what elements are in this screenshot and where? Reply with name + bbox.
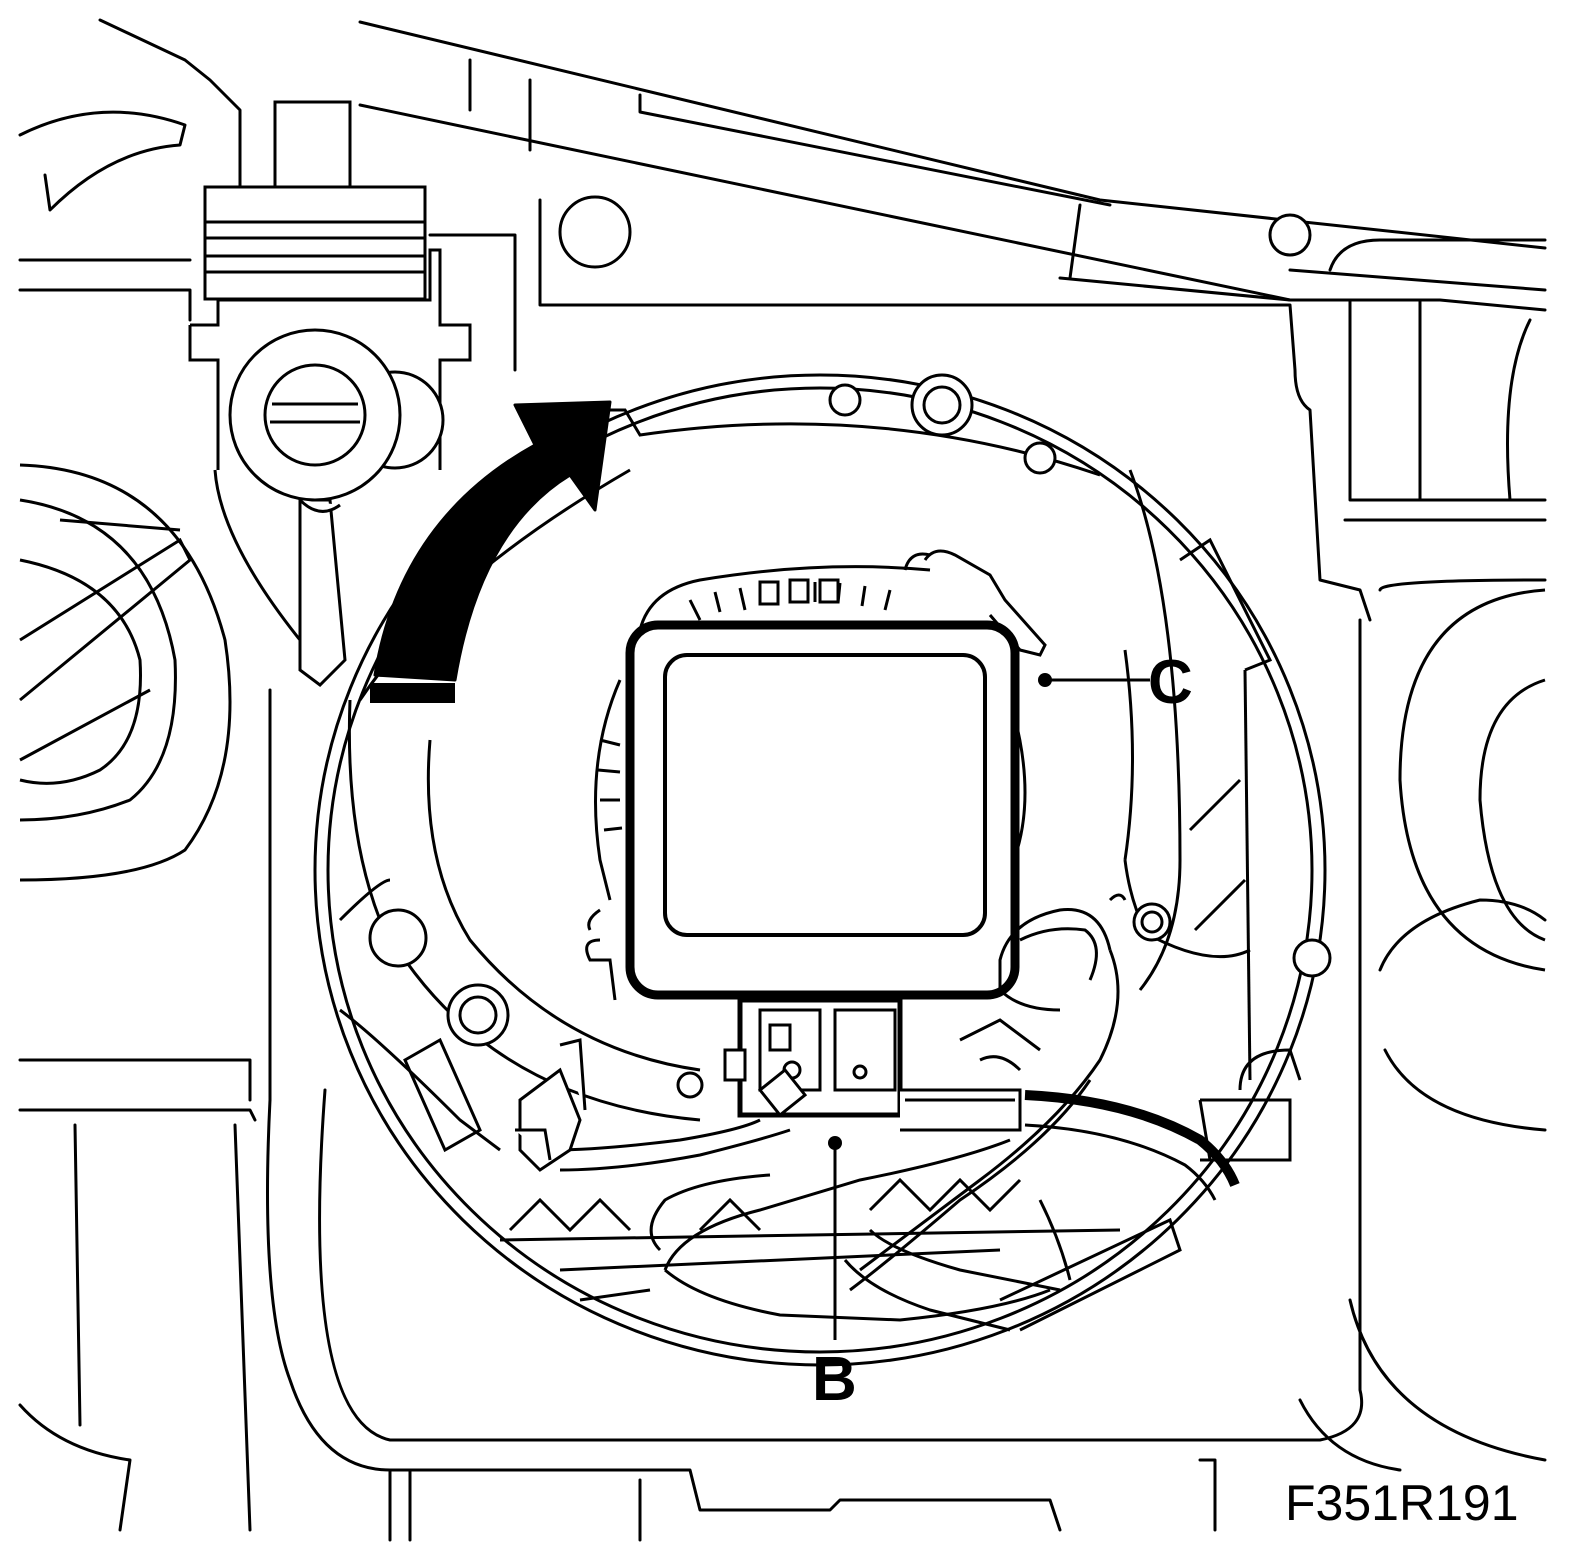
callout-b: B [812,1136,857,1414]
lower-grille [499,1018,1302,1332]
figure-id: F351R191 [1285,1475,1519,1531]
callout-b-label: B [812,1345,857,1414]
outer-ring [313,373,1327,1367]
housing-panel-outline [18,18,1547,1542]
control-module [625,620,1020,1000]
right-vent [1398,588,1546,972]
latch-mechanism [188,100,472,687]
callout-c: C [1038,648,1193,717]
mounting-holes [368,195,1332,1099]
wiring-harness [554,893,1240,1332]
harness-clip [403,1037,587,1172]
left-vent [19,463,232,882]
rotation-arrow [370,400,612,703]
callout-c-label: C [1148,648,1193,717]
connector-b [723,997,1022,1132]
